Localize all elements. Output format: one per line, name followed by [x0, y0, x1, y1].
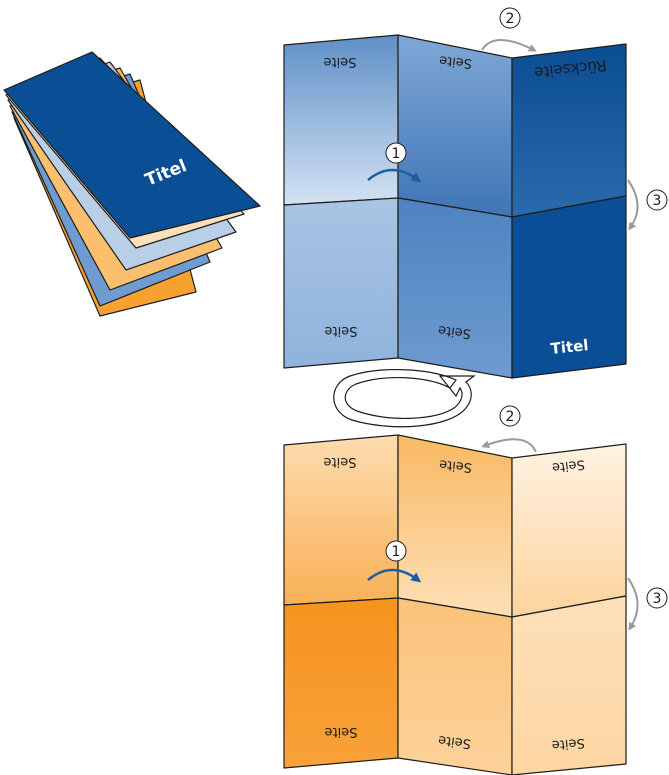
page-label: Seite: [325, 323, 358, 338]
step-three-number: 3: [653, 193, 662, 209]
orange-panel-bottom-right: [511, 595, 627, 775]
step-one-number: 1: [392, 146, 401, 162]
step-two-number: 2: [506, 409, 515, 425]
page-label: Seite: [437, 732, 472, 751]
page-label: Seite: [324, 54, 357, 69]
step-three-badge: [646, 189, 668, 211]
page-label: Seite: [324, 454, 357, 469]
blue-panel-bottom-right: [511, 195, 627, 379]
step-three-arrow: [627, 577, 639, 631]
orange-panel-bottom-left: [283, 597, 399, 769]
orange-panel-bottom-middle: [397, 597, 513, 775]
step-one-badge: [385, 142, 407, 164]
step-two-badge: [499, 405, 521, 427]
page-label: Seite: [438, 52, 472, 70]
page-label: Seite: [437, 322, 472, 341]
page-label: Seite: [325, 724, 358, 739]
blue-panel-bottom-left: [283, 197, 399, 369]
step-one-number: 1: [392, 544, 401, 560]
page-label: Seite: [438, 456, 472, 474]
blue-panel-bottom-middle: [397, 197, 513, 379]
page-label: Seite: [551, 735, 585, 752]
orange-step-markers: 1 2 3: [367, 405, 668, 631]
step-one-badge: [385, 540, 407, 562]
page-label: Seite: [551, 456, 585, 474]
step-two-badge: [499, 7, 521, 29]
step-two-number: 2: [506, 11, 515, 27]
step-three-badge: [646, 587, 668, 609]
turn-over-arrow: [333, 369, 476, 428]
step-one-arrow: [367, 568, 422, 583]
blue-sheet: Seite Seite Rückseite Seite Seite Titel: [283, 34, 627, 379]
orange-sheet: Seite Seite Seite Seite Seite Seite: [283, 434, 627, 775]
stack-cover: [3, 51, 261, 239]
turn-over-swirl: [333, 369, 476, 428]
step-two-arrow: [481, 39, 537, 52]
blue-step-markers: 1 2 3: [367, 7, 668, 231]
title-label: Titel: [550, 336, 590, 358]
folded-leaflet: Titel: [3, 51, 261, 317]
step-three-number: 3: [653, 591, 662, 607]
step-two-arrow: [481, 438, 537, 453]
step-one-arrow: [367, 168, 422, 183]
step-three-arrow: [627, 179, 639, 231]
